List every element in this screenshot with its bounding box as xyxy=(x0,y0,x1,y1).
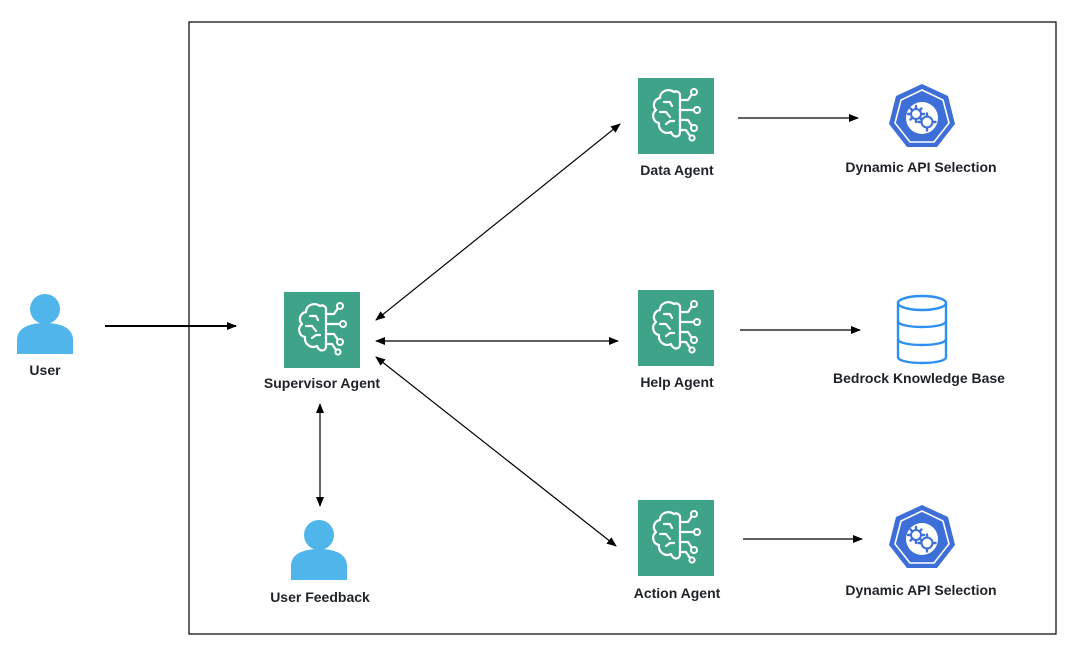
supervisor-agent-icon xyxy=(284,292,360,368)
user-label: User xyxy=(29,362,61,378)
data-agent-icon xyxy=(638,78,714,154)
supervisor-agent-label: Supervisor Agent xyxy=(263,375,381,391)
edge-supervisor-data-agent xyxy=(375,123,621,321)
api-selection-bottom-icon xyxy=(887,503,957,570)
help-agent-icon xyxy=(638,290,714,366)
edge-supervisor-action-agent xyxy=(375,356,617,547)
knowledge-base-icon xyxy=(896,294,948,365)
action-agent-icon xyxy=(638,500,714,576)
api-selection-bottom-label: Dynamic API Selection xyxy=(845,582,997,598)
user-feedback-icon xyxy=(291,520,347,580)
api-selection-top-label: Dynamic API Selection xyxy=(845,159,997,175)
user-feedback-label: User Feedback xyxy=(270,589,370,605)
help-agent-label: Help Agent xyxy=(640,374,714,390)
connectors xyxy=(105,114,863,547)
data-agent-label: Data Agent xyxy=(640,162,714,178)
api-selection-top-icon xyxy=(887,82,957,149)
action-agent-label: Action Agent xyxy=(633,585,721,601)
knowledge-base-label: Bedrock Knowledge Base xyxy=(833,370,1005,386)
system-boundary-frame xyxy=(188,21,1057,635)
user-icon xyxy=(17,294,73,354)
